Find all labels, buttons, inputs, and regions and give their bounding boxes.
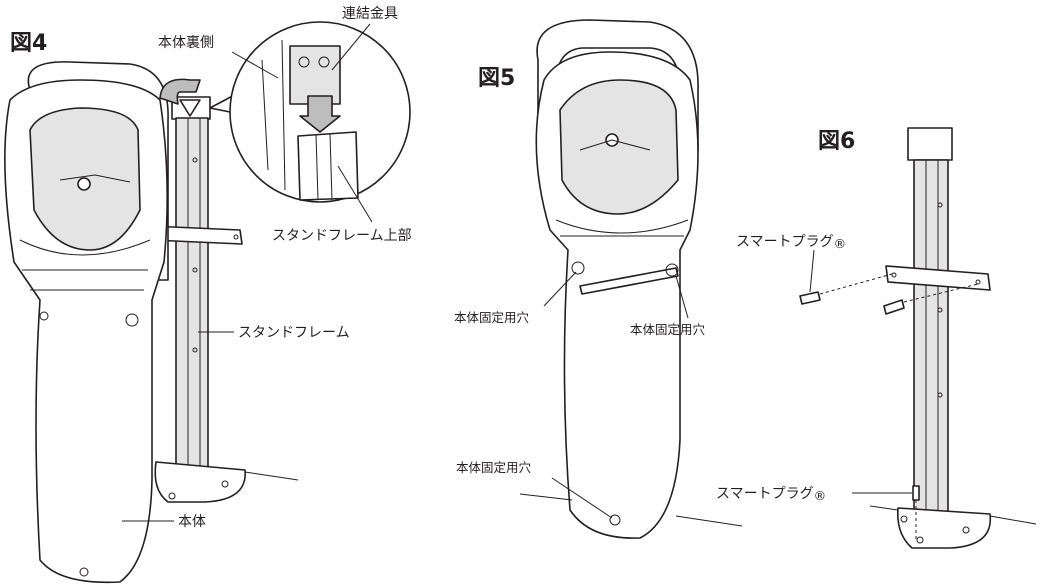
label-body-back: 本体裏側 bbox=[158, 34, 214, 51]
label-frame-top: スタンドフレーム上部 bbox=[272, 228, 412, 244]
fig5-body bbox=[519, 19, 743, 539]
figure-5: 図5 本体固定用穴 本体固定用穴 本体固定用穴 bbox=[454, 19, 743, 539]
fig4-detail-circle bbox=[209, 21, 411, 203]
fig6-smart-plug-top bbox=[799, 273, 979, 315]
figure-5-title: 図5 bbox=[478, 66, 515, 91]
label-stand-frame: スタンドフレーム bbox=[238, 325, 350, 341]
label-hole-left: 本体固定用穴 bbox=[454, 310, 530, 325]
fig6-stand-frame bbox=[869, 127, 1037, 549]
label-hole-right: 本体固定用穴 bbox=[630, 322, 706, 337]
figure-6: 図6 bbox=[716, 127, 1037, 549]
label-hole-bottom: 本体固定用穴 bbox=[456, 460, 532, 475]
figure-4-title: 図4 bbox=[10, 31, 47, 56]
label-smart-plug-bottom: スマートプラグ® bbox=[716, 486, 826, 503]
fig6-smart-plug-bottom bbox=[912, 485, 920, 540]
label-connector: 連結金具 bbox=[342, 6, 398, 22]
figure-4: 図4 bbox=[4, 6, 412, 584]
fig4-insert-arrow bbox=[159, 78, 201, 105]
figure-6-title: 図6 bbox=[818, 129, 855, 154]
label-smart-plug-top: スマートプラグ® bbox=[736, 234, 846, 251]
fig4-stand-frame bbox=[149, 96, 299, 503]
fig4-body bbox=[4, 61, 169, 584]
label-body: 本体 bbox=[178, 514, 206, 530]
